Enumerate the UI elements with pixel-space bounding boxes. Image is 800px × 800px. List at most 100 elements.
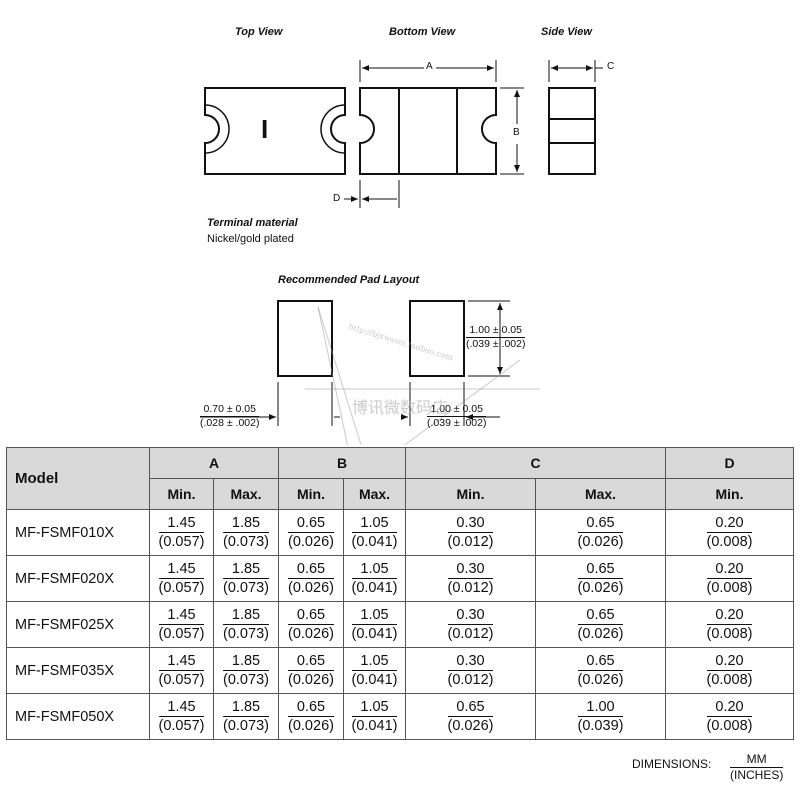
side-view-body xyxy=(548,87,596,175)
side-view-label: Side View xyxy=(541,26,592,38)
specs-table: Model A B C D Min. Max. Min. Max. Min. M… xyxy=(6,447,794,740)
header-c-min: Min. xyxy=(405,478,536,510)
dimensions-label: DIMENSIONS: xyxy=(632,757,712,771)
dimension-cell: 1.85(0.073) xyxy=(213,647,279,694)
dim-a-label: A xyxy=(426,61,433,72)
value-mm: 0.65 xyxy=(577,606,624,625)
dimension-cell: 1.45(0.057) xyxy=(149,509,214,556)
pad-left xyxy=(277,300,333,377)
value-mm: 0.20 xyxy=(706,652,753,671)
pad-layout-title: Recommended Pad Layout xyxy=(278,274,420,286)
top-view-marking: I xyxy=(261,114,269,144)
header-b: B xyxy=(278,447,406,479)
value-mm: 1.45 xyxy=(158,698,205,717)
value-mm: 0.30 xyxy=(447,652,494,671)
header-d-min: Min. xyxy=(665,478,794,510)
top-view-label: Top View xyxy=(235,26,283,38)
value-inches: (0.041) xyxy=(351,672,398,688)
value-mm: 0.65 xyxy=(288,652,334,671)
value-mm: 0.65 xyxy=(288,698,334,717)
value-inches: (0.026) xyxy=(288,672,334,688)
dimension-cell: 1.05(0.041) xyxy=(343,647,406,694)
value-mm: 1.85 xyxy=(223,652,269,671)
value-mm: 1.85 xyxy=(223,606,269,625)
value-mm: 0.65 xyxy=(577,560,624,579)
value-mm: 0.65 xyxy=(288,560,334,579)
pad-right xyxy=(409,300,465,377)
dimension-cell: 0.20(0.008) xyxy=(665,693,794,740)
dimension-cell: 1.45(0.057) xyxy=(149,555,214,602)
terminal-material-title: Terminal material xyxy=(207,217,298,229)
value-inches: (0.073) xyxy=(223,580,269,596)
header-a-max: Max. xyxy=(213,478,279,510)
pad-gap-dimension: 0.70 ± 0.05 (.028 ± .002) xyxy=(200,403,260,429)
value-inches: (0.026) xyxy=(288,534,334,550)
value-inches: (0.057) xyxy=(158,534,205,550)
dimension-cell: 0.65(0.026) xyxy=(278,509,344,556)
value-inches: (0.026) xyxy=(577,534,624,550)
value-inches: (0.041) xyxy=(351,580,398,596)
value-inches: (0.012) xyxy=(447,626,494,642)
value-inches: (0.008) xyxy=(706,580,753,596)
dimension-cell: 1.85(0.073) xyxy=(213,601,279,648)
value-mm: 1.05 xyxy=(351,514,398,533)
value-mm: 0.30 xyxy=(447,560,494,579)
dimension-cell: 0.65(0.026) xyxy=(278,555,344,602)
value-inches: (0.057) xyxy=(158,672,205,688)
value-mm: 0.30 xyxy=(447,606,494,625)
value-mm: 1.45 xyxy=(158,514,205,533)
header-a: A xyxy=(149,447,279,479)
value-mm: 1.05 xyxy=(351,606,398,625)
dimension-cell: 0.20(0.008) xyxy=(665,647,794,694)
value-mm: 1.85 xyxy=(223,698,269,717)
value-inches: (0.026) xyxy=(577,626,624,642)
value-mm: 0.20 xyxy=(706,560,753,579)
dimension-cell: 0.30(0.012) xyxy=(405,509,536,556)
dimension-cell: 0.30(0.012) xyxy=(405,601,536,648)
value-mm: 1.05 xyxy=(351,698,398,717)
value-inches: (0.073) xyxy=(223,534,269,550)
component-drawing xyxy=(200,60,603,445)
dimension-cell: 0.30(0.012) xyxy=(405,647,536,694)
dimension-cell: 0.65(0.026) xyxy=(535,509,666,556)
value-mm: 0.65 xyxy=(288,606,334,625)
dimension-cell: 1.45(0.057) xyxy=(149,647,214,694)
dimension-cell: 0.65(0.026) xyxy=(535,601,666,648)
dimension-cell: 1.05(0.041) xyxy=(343,693,406,740)
dimension-cell: 1.05(0.041) xyxy=(343,601,406,648)
value-mm: 0.65 xyxy=(288,514,334,533)
value-inches: (0.008) xyxy=(706,718,753,734)
dimension-cell: 0.20(0.008) xyxy=(665,601,794,648)
value-inches: (0.073) xyxy=(223,718,269,734)
dimension-cell: 0.20(0.008) xyxy=(665,509,794,556)
value-mm: 1.45 xyxy=(158,652,205,671)
value-inches: (0.057) xyxy=(158,626,205,642)
model-name: MF-FSMF035X xyxy=(6,647,150,694)
value-mm: 1.05 xyxy=(351,652,398,671)
dimensions-units: MM (INCHES) xyxy=(730,752,784,782)
dimension-cell: 1.85(0.073) xyxy=(213,509,279,556)
dim-c-label: C xyxy=(607,61,615,72)
value-mm: 0.20 xyxy=(706,606,753,625)
value-inches: (0.057) xyxy=(158,718,205,734)
header-c-max: Max. xyxy=(535,478,666,510)
dimension-cell: 0.30(0.012) xyxy=(405,555,536,602)
dim-d-label: D xyxy=(333,193,341,204)
dimension-cell: 1.05(0.041) xyxy=(343,555,406,602)
value-inches: (0.026) xyxy=(447,718,494,734)
dimension-cell: 1.85(0.073) xyxy=(213,693,279,740)
value-inches: (0.073) xyxy=(223,672,269,688)
watermark-shop: 博讯微数码店 xyxy=(352,398,449,417)
dim-b-label: B xyxy=(513,127,520,138)
value-mm: 1.85 xyxy=(223,560,269,579)
dimension-cell: 1.45(0.057) xyxy=(149,693,214,740)
value-inches: (0.039) xyxy=(577,718,624,734)
value-mm: 1.85 xyxy=(223,514,269,533)
dimension-cell: 1.45(0.057) xyxy=(149,601,214,648)
terminal-material-value: Nickel/gold plated xyxy=(207,233,294,245)
value-mm: 0.20 xyxy=(706,698,753,717)
header-d: D xyxy=(665,447,794,479)
